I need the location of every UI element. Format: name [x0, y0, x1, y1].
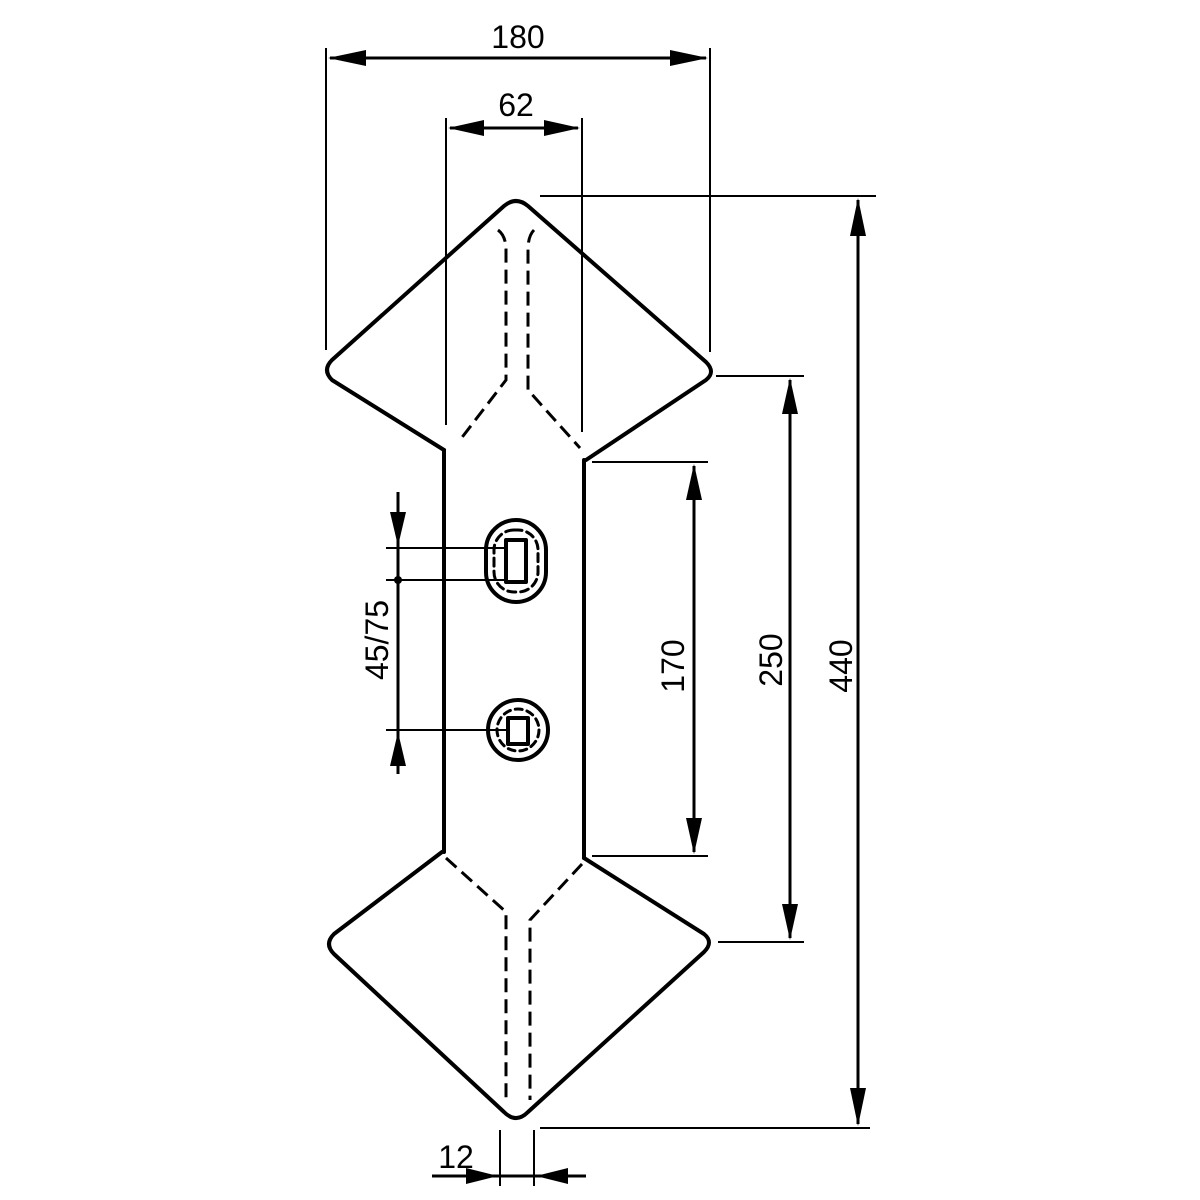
- dimension-250: 250: [753, 378, 798, 940]
- dim-180-arrow-left: [328, 50, 366, 66]
- bolt-hole-upper: [484, 518, 548, 604]
- dim-45-75-arrow-top: [390, 512, 406, 546]
- hole-boss-upper: [484, 518, 548, 604]
- dim-45-75-label: 45/75: [359, 600, 395, 680]
- dim-440-arrow-bottom: [850, 1088, 866, 1126]
- dimension-12: 12: [432, 1139, 586, 1184]
- dim-62-arrow-left: [448, 120, 484, 136]
- upper-wing-outline: [325, 199, 713, 462]
- square-hole-lower: [506, 716, 530, 746]
- dimension-45-75: 45/75: [359, 492, 406, 774]
- dimension-62: 62: [448, 87, 580, 136]
- dim-45-75-arrow-bottom: [390, 732, 406, 766]
- dimension-180: 180: [328, 19, 708, 66]
- square-hole-upper: [504, 538, 528, 584]
- dim-250-arrow-top: [782, 378, 798, 414]
- dim-250-label: 250: [753, 633, 789, 686]
- dim-12-arrow-right: [536, 1168, 568, 1184]
- dim-62-label: 62: [498, 87, 534, 123]
- dim-440-arrow-top: [850, 198, 866, 236]
- lower-hidden-right: [528, 862, 584, 1100]
- upper-hidden-left: [458, 228, 508, 441]
- dimension-170: 170: [655, 464, 702, 854]
- dim-170-label: 170: [655, 639, 691, 692]
- dim-180-label: 180: [491, 19, 544, 55]
- extension-lines: [325, 48, 876, 1186]
- lower-wing-outline: [327, 850, 711, 1120]
- dim-180-arrow-right: [670, 50, 708, 66]
- share-outline: [325, 199, 713, 1120]
- dim-250-arrow-bottom: [782, 904, 798, 940]
- dim-62-arrow-right: [544, 120, 580, 136]
- upper-hidden-right: [526, 228, 582, 450]
- dimension-440: 440: [823, 198, 866, 1126]
- dim-170-arrow-bottom: [686, 818, 702, 854]
- dim-45-75-origin-dot: [394, 576, 402, 584]
- hidden-lines: [444, 228, 584, 1100]
- hole-countersink-upper: [492, 528, 540, 594]
- dim-12-arrow-left: [466, 1168, 498, 1184]
- dim-170-arrow-top: [686, 464, 702, 500]
- dim-12-label: 12: [438, 1139, 474, 1175]
- lower-hidden-left: [444, 856, 508, 1100]
- dim-440-label: 440: [823, 639, 859, 692]
